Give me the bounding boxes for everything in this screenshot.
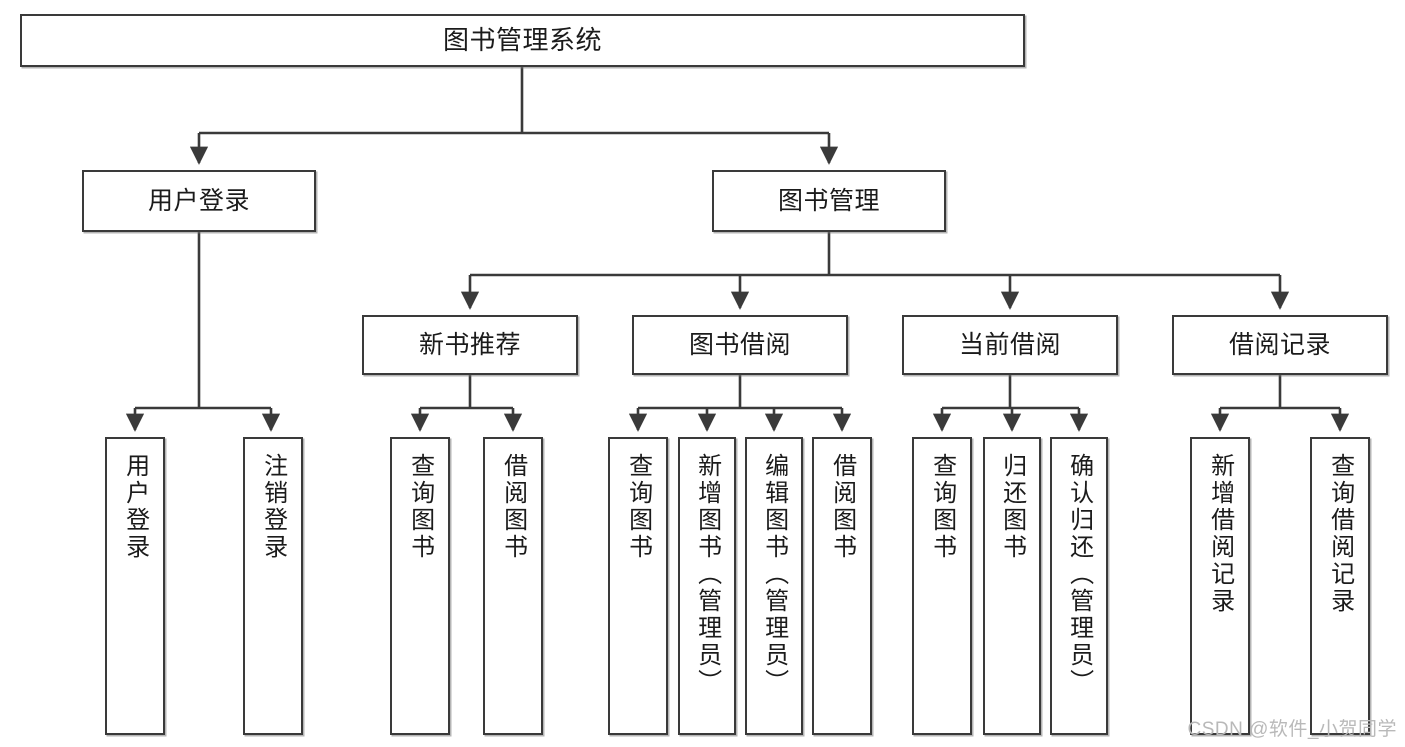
- leaf-borrow-book-label: 借阅图书: [828, 453, 856, 561]
- leaf-user-login[interactable]: 用户登录: [105, 437, 165, 735]
- leaf-query-book-recommend-label: 查询图书: [406, 453, 434, 561]
- leaf-confirm-return-admin[interactable]: 确认归还（管理员）: [1050, 437, 1108, 735]
- leaf-return-book-label: 归还图书: [998, 453, 1026, 561]
- leaf-query-book-recommend[interactable]: 查询图书: [390, 437, 450, 735]
- leaf-edit-book-admin-label: 编辑图书（管理员）: [760, 453, 788, 696]
- leaf-logout[interactable]: 注销登录: [243, 437, 303, 735]
- leaf-user-login-label: 用户登录: [121, 453, 149, 561]
- leaf-query-book-current-label: 查询图书: [928, 453, 956, 561]
- leaf-return-book[interactable]: 归还图书: [983, 437, 1041, 735]
- leaf-query-borrow-record[interactable]: 查询借阅记录: [1310, 437, 1370, 735]
- node-new-book-recommend[interactable]: 新书推荐: [362, 315, 578, 375]
- leaf-edit-book-admin[interactable]: 编辑图书（管理员）: [745, 437, 803, 735]
- node-book-borrow[interactable]: 图书借阅: [632, 315, 848, 375]
- leaf-borrow-book[interactable]: 借阅图书: [812, 437, 872, 735]
- node-root-label: 图书管理系统: [442, 24, 602, 55]
- leaf-confirm-return-admin-label: 确认归还（管理员）: [1065, 453, 1093, 696]
- leaf-add-borrow-record[interactable]: 新增借阅记录: [1190, 437, 1250, 735]
- node-borrow-record[interactable]: 借阅记录: [1172, 315, 1388, 375]
- leaf-borrow-book-recommend[interactable]: 借阅图书: [483, 437, 543, 735]
- node-root[interactable]: 图书管理系统: [20, 14, 1025, 67]
- node-user-login[interactable]: 用户登录: [82, 170, 316, 232]
- leaf-add-book-admin-label: 新增图书（管理员）: [693, 453, 721, 696]
- node-book-management[interactable]: 图书管理: [712, 170, 946, 232]
- leaf-add-book-admin[interactable]: 新增图书（管理员）: [678, 437, 736, 735]
- node-book-management-label: 图书管理: [777, 186, 880, 215]
- watermark: CSDN @软件_小贺同学: [1187, 719, 1397, 740]
- node-book-borrow-label: 图书借阅: [688, 330, 791, 359]
- leaf-logout-label: 注销登录: [259, 453, 287, 561]
- leaf-query-book-borrow[interactable]: 查询图书: [608, 437, 668, 735]
- leaf-query-book-borrow-label: 查询图书: [624, 453, 652, 561]
- leaf-borrow-book-recommend-label: 借阅图书: [499, 453, 527, 561]
- node-new-book-recommend-label: 新书推荐: [418, 330, 521, 359]
- node-current-borrow[interactable]: 当前借阅: [902, 315, 1118, 375]
- node-user-login-label: 用户登录: [147, 186, 250, 215]
- leaf-add-borrow-record-label: 新增借阅记录: [1206, 453, 1234, 615]
- leaf-query-borrow-record-label: 查询借阅记录: [1326, 453, 1354, 615]
- leaf-query-book-current[interactable]: 查询图书: [912, 437, 972, 735]
- node-current-borrow-label: 当前借阅: [958, 330, 1061, 359]
- node-borrow-record-label: 借阅记录: [1228, 330, 1331, 359]
